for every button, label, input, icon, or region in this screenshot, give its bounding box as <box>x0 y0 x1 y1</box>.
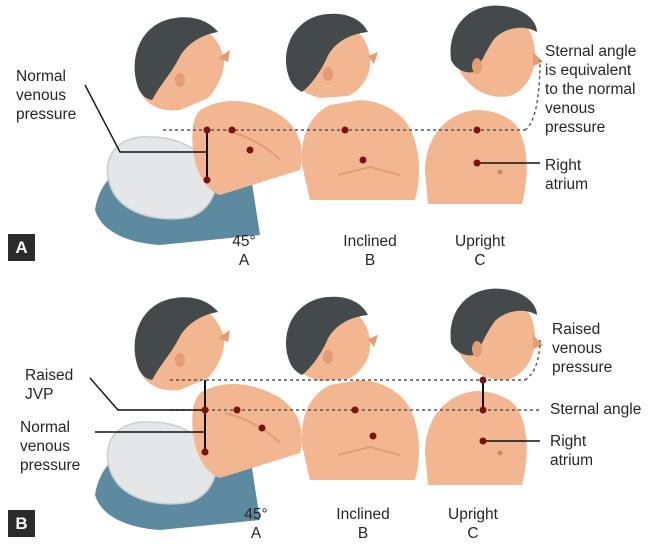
position-label-upright: Upright C <box>435 232 525 270</box>
anatomical-point-icon <box>480 438 487 445</box>
patient-inclined-head <box>286 14 378 98</box>
sternal-angle-label: Sternal angle <box>550 400 641 419</box>
patient-inclined-torso <box>302 380 419 480</box>
patient-inclined-torso <box>302 100 419 200</box>
anatomical-point-icon <box>204 177 211 184</box>
normal-venous-pressure-label: Normal venous pressure <box>16 67 76 124</box>
normal-venous-pressure-label: Normal venous pressure <box>20 418 80 475</box>
raised-venous-pressure-label: Raised venous pressure <box>552 320 612 377</box>
sternal-angle-note: Sternal angle is equivalent to the norma… <box>545 42 636 137</box>
right-atrium-label: Right atrium <box>550 432 593 470</box>
anatomical-point-icon <box>474 127 481 134</box>
anatomical-point-icon <box>474 160 481 167</box>
anatomical-point-icon <box>202 407 209 414</box>
patient-45-head <box>135 17 230 110</box>
anatomical-point-icon <box>360 157 367 164</box>
panel-a-tag: A <box>8 234 35 261</box>
anatomical-point-icon <box>259 425 266 432</box>
anatomical-point-icon <box>342 127 349 134</box>
anatomical-point-icon <box>204 127 211 134</box>
position-label-45: 45° A <box>214 232 274 270</box>
right-atrium-label: Right atrium <box>545 156 588 194</box>
anatomical-point-icon <box>480 377 487 384</box>
position-label-inclined: Inclined B <box>325 232 415 270</box>
patient-upright-torso <box>425 391 527 485</box>
patient-45-head <box>135 297 230 390</box>
anatomical-point-icon <box>352 407 359 414</box>
patient-upright-head <box>451 6 543 97</box>
position-label-inclined: Inclined B <box>318 505 408 543</box>
patient-45-torso <box>192 384 302 478</box>
raised-jvp-label: Raised JVP <box>25 366 73 404</box>
panel-a-figures <box>95 6 543 245</box>
anatomical-point-icon <box>480 407 487 414</box>
anatomical-point-icon <box>229 127 236 134</box>
patient-inclined-head <box>286 297 378 381</box>
position-label-45: 45° A <box>226 505 286 543</box>
panel-b-tag: B <box>8 510 35 537</box>
anatomical-point-icon <box>370 433 377 440</box>
patient-upright-head <box>451 289 543 380</box>
position-label-upright: Upright C <box>428 505 518 543</box>
panel-b-figures <box>95 289 543 530</box>
patient-upright-torso <box>425 110 527 204</box>
anatomical-point-icon <box>247 147 254 154</box>
anatomical-point-icon <box>202 449 209 456</box>
anatomical-point-icon <box>234 407 241 414</box>
